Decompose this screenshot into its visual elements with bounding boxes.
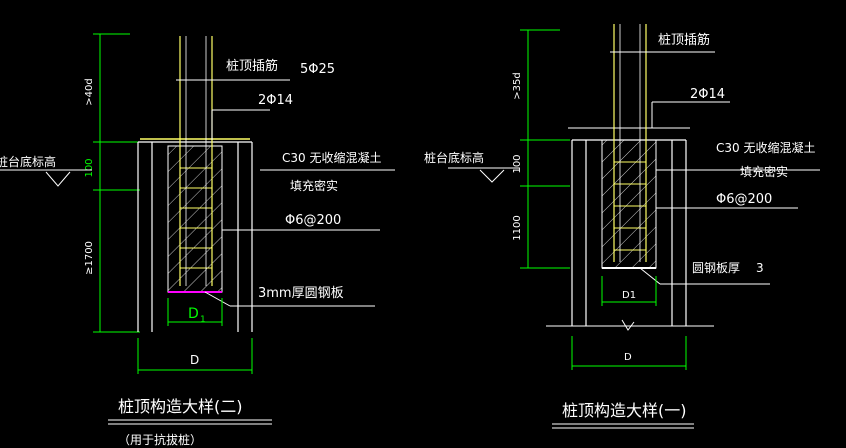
left-dim-100: 100 (84, 158, 95, 177)
right-core-fill (601, 139, 657, 269)
left-rebars (179, 36, 213, 286)
left-title: 桩顶构造大样(二) (118, 397, 243, 416)
left-leaders (176, 79, 395, 307)
right-dim-1100: 1100 (512, 215, 523, 240)
right-elevation-symbol (448, 167, 520, 183)
left-stirrup-label: Φ6@200 (285, 213, 341, 228)
right-plate-thickness: 3 (756, 261, 764, 275)
left-bar-label: 2Φ14 (258, 93, 293, 108)
right-stirrup-label: Φ6@200 (716, 192, 772, 207)
right-fill-label: 填充密实 (740, 164, 788, 179)
right-dim-100: 100 (512, 154, 523, 173)
left-fill-label: 填充密实 (290, 178, 338, 193)
left-detail: >40d 100 ≥1700 桩台底标高 (0, 33, 395, 447)
left-top-rebar-count: 5Φ25 (300, 62, 335, 77)
left-concrete-label: C30 无收缩混凝土 (282, 150, 381, 165)
right-outer-dia: D (624, 352, 632, 363)
left-inner-dia: D (188, 306, 199, 322)
left-elevation-symbol (0, 169, 92, 187)
right-rebars (613, 24, 647, 262)
left-outer-dim (137, 338, 253, 374)
left-dim-anchor: >40d (84, 78, 95, 105)
right-stirrups (614, 161, 646, 251)
right-concrete-label: C30 无收缩混凝土 (716, 140, 815, 155)
left-subtitle: （用于抗拔桩） (118, 432, 202, 447)
left-inner-dia-sub: 1 (200, 315, 206, 325)
right-bar-label: 2Φ14 (690, 87, 725, 102)
right-cap-label: 桩台底标高 (424, 150, 484, 165)
left-pile-walls (137, 141, 253, 332)
right-inner-dim (601, 276, 657, 306)
right-dim-anchor: >35d (512, 72, 523, 99)
right-title: 桩顶构造大样(一) (562, 401, 687, 420)
left-plate-label: 3mm厚圆钢板 (258, 286, 344, 301)
right-pile-walls (571, 139, 687, 326)
left-inner-dim (167, 298, 223, 326)
right-inner-dia: D1 (622, 290, 636, 301)
left-dimension-chain (93, 33, 140, 333)
left-dim-1700: ≥1700 (84, 241, 95, 275)
right-top-rebar-label: 桩顶插筋 (658, 32, 710, 48)
right-plate-label: 圆钢板厚 (692, 261, 740, 275)
right-leaders (610, 51, 820, 285)
right-detail: >35d 100 1100 桩台底标高 (424, 24, 820, 429)
left-cap-label: 桩台底标高 (0, 154, 56, 169)
left-stirrups (180, 167, 212, 269)
left-outer-dia: D (190, 353, 199, 367)
right-pile-bottom (546, 319, 714, 331)
right-outer-dim (571, 336, 687, 370)
left-top-rebar-label: 桩顶插筋 (226, 58, 278, 74)
right-dimension-chain (520, 29, 570, 269)
